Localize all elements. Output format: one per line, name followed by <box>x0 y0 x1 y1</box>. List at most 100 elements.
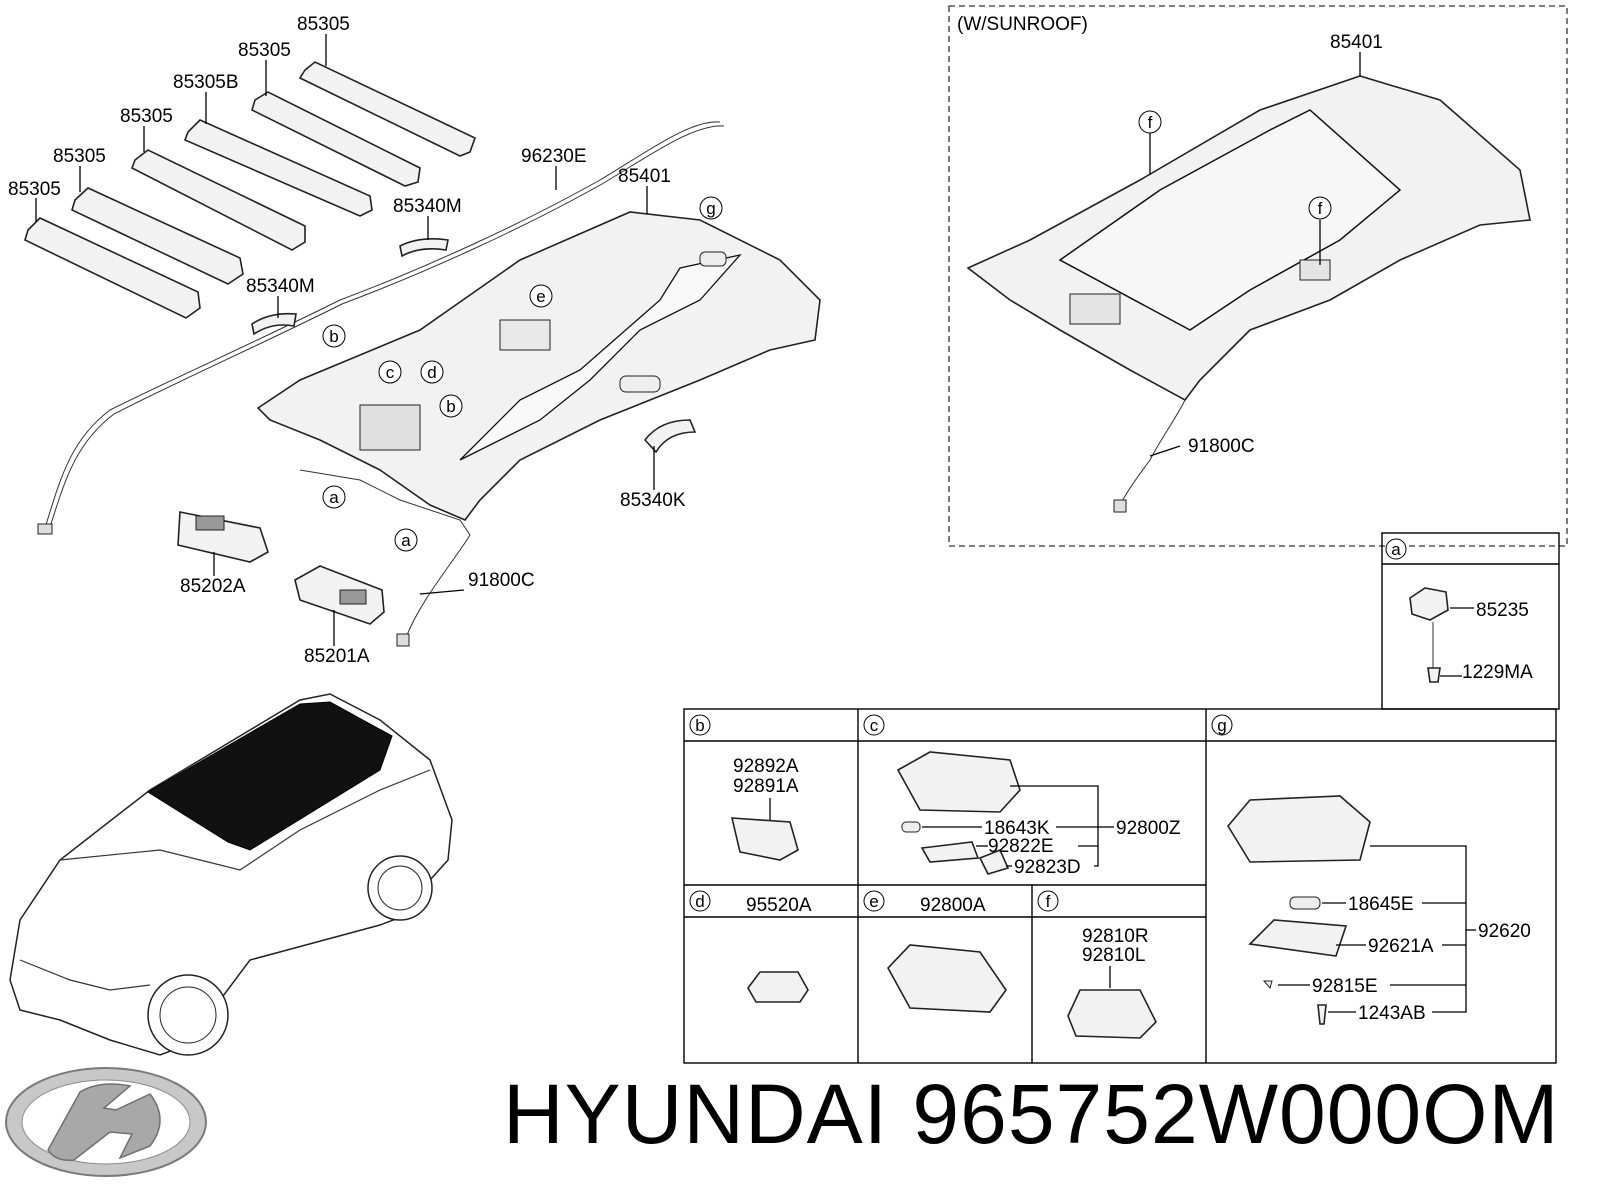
console-housing <box>359 404 421 451</box>
marker-g: g <box>706 199 715 218</box>
brand-part-title: HYUNDAI 965752W000OM <box>503 1072 1559 1156</box>
marker-e: e <box>536 287 545 306</box>
roof-wiring <box>48 125 725 531</box>
callout-label: 91800C <box>1188 436 1255 457</box>
callout-label: 85305 <box>238 40 291 61</box>
callout-label: 85401 <box>618 166 671 187</box>
part-label: 92810L <box>1082 945 1145 966</box>
sunroof-headliner <box>966 75 1531 402</box>
callout-label: 85305 <box>297 14 350 35</box>
headliner-panel <box>459 253 742 461</box>
part-number: 965752W000OM <box>912 1067 1560 1161</box>
pad-strip <box>298 61 476 157</box>
lens-92823d <box>978 848 1010 875</box>
harness-connector <box>1113 499 1127 513</box>
pad-strip <box>183 119 373 217</box>
part-label: 92800Z <box>1116 818 1181 839</box>
roof-highlight <box>147 701 393 851</box>
headliner-pads <box>24 61 476 319</box>
bulb-18645e <box>1289 896 1321 910</box>
lamp-92892a <box>730 817 799 861</box>
leader-line <box>1149 445 1181 457</box>
bulb-18643k <box>901 821 921 833</box>
clip-92815e <box>1262 980 1273 990</box>
marker-b: b <box>329 327 338 346</box>
part-label: 95520A <box>746 895 812 916</box>
grip-recess <box>619 375 661 393</box>
lamp-92810r <box>1067 989 1157 1039</box>
callout-label: 85305 <box>120 106 173 127</box>
marker-f: f <box>1318 199 1323 218</box>
callout-label: 91800C <box>468 570 535 591</box>
grip-85340k <box>643 419 697 454</box>
grip-85340m-upper <box>399 238 449 258</box>
callout-label: 85340M <box>246 276 315 297</box>
console-housing <box>1069 293 1121 325</box>
detail-box-d: d 95520A <box>689 890 812 1003</box>
map-lamp-92800a <box>887 944 1007 1013</box>
part-label: 92620 <box>1478 921 1531 942</box>
marker-b: b <box>446 397 455 416</box>
part-label: 92815E <box>1312 976 1378 997</box>
marker-a: a <box>401 531 411 550</box>
detail-box-b: b 92892A 92891A <box>689 714 799 861</box>
part-label: 92822E <box>988 836 1054 857</box>
lamp-recess <box>1299 259 1331 281</box>
clip-85235 <box>1409 587 1449 621</box>
leader-lines <box>35 34 655 646</box>
detail-box-e: e 92800A <box>863 890 1007 1013</box>
harness-connector <box>396 633 410 647</box>
box-letter: c <box>870 716 879 735</box>
harness-91800c <box>299 469 471 641</box>
box-letter: f <box>1046 892 1051 911</box>
pad-strip <box>71 187 244 285</box>
part-label: 85235 <box>1476 600 1529 621</box>
callout-label: 96230E <box>521 146 587 167</box>
pad-strip <box>24 217 201 319</box>
part-label: 92892A <box>733 756 799 777</box>
map-lamp-housing <box>499 319 551 351</box>
screw-1229ma <box>1427 667 1441 683</box>
detail-box-f: f 92810R 92810L <box>1037 890 1157 1039</box>
front-rim <box>159 986 217 1044</box>
callout-label: 85401 <box>1330 32 1383 53</box>
detail-box-g: g 18645E 92621A 92815E 1243AB 92620 <box>1211 714 1531 1025</box>
pad-strip <box>251 91 421 187</box>
box-letter: d <box>695 892 704 911</box>
box-letter: a <box>1391 540 1401 559</box>
harness-91800c-sunroof <box>1119 399 1186 506</box>
sunroof-opening <box>1058 109 1402 331</box>
roof-wiring <box>44 121 721 529</box>
part-label: 92823D <box>1014 857 1081 878</box>
part-label: 92810R <box>1082 926 1149 947</box>
visor-mirror <box>339 589 367 605</box>
lens-92621a <box>1248 919 1348 957</box>
marker-c: c <box>386 363 395 382</box>
room-lamp-92620 <box>1227 795 1371 863</box>
part-label: 18645E <box>1348 894 1414 915</box>
wire-connector <box>37 523 53 535</box>
headliner <box>256 211 821 521</box>
detail-box-c: c 18643K 92822E 92823D 92800Z <box>863 714 1181 878</box>
lens-92822e <box>920 841 980 863</box>
callout-label: 85202A <box>180 576 246 597</box>
part-label: 92621A <box>1368 936 1434 957</box>
detail-grid <box>683 708 1557 1064</box>
callout-label: 85340K <box>620 490 686 511</box>
circle-markers: g e b c d b a a <box>322 196 723 552</box>
box-letter: b <box>695 716 704 735</box>
sunroof-variant-box <box>948 5 1568 547</box>
part-label: 1229MA <box>1462 662 1533 683</box>
part-label: 18643K <box>984 818 1050 839</box>
marker-a: a <box>329 488 339 507</box>
box-letter: g <box>1217 716 1226 735</box>
console-lamp-92800z <box>896 751 1021 813</box>
rear-rim <box>377 865 423 911</box>
marker-d: d <box>427 363 436 382</box>
sunroof-note: (W/SUNROOF) <box>957 14 1088 35</box>
box-letter: e <box>869 892 878 911</box>
part-label: 92800A <box>920 895 986 916</box>
part-label: 92891A <box>733 776 799 797</box>
callout-label: 85305 <box>8 179 61 200</box>
